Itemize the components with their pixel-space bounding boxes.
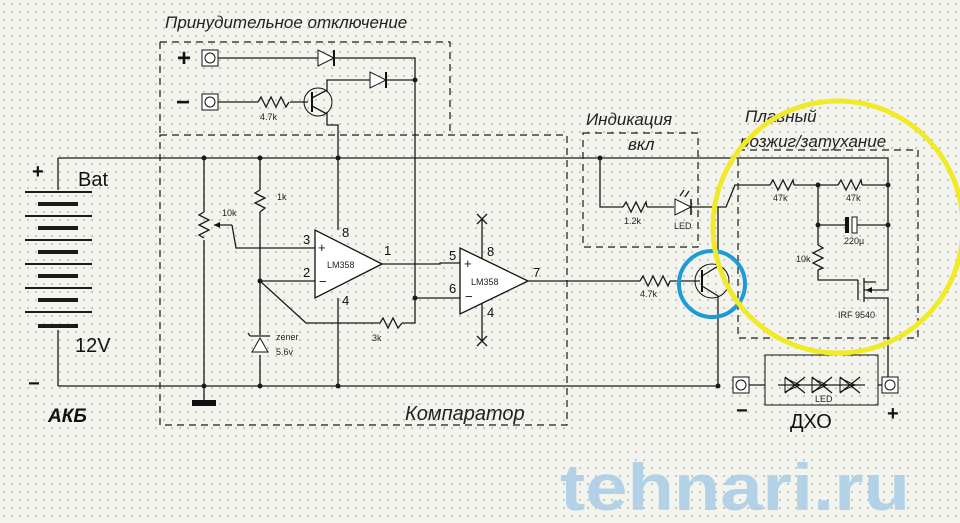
potentiometer-10k[interactable] xyxy=(197,211,211,239)
forced-minus-label: − xyxy=(176,89,190,116)
resistor-forced-4k7 xyxy=(257,95,290,109)
indication-box xyxy=(582,132,699,248)
battery-symbol xyxy=(25,158,92,386)
svg-text:7: 7 xyxy=(533,265,540,280)
soft-subtitle: розжиг/затухание xyxy=(739,132,886,151)
resistor-driver-label: 4.7k xyxy=(640,289,658,299)
battery-name: Bat xyxy=(78,169,108,191)
resistor-47k-2 xyxy=(837,178,863,192)
comparator-title: Компаратор xyxy=(405,403,525,425)
svg-text:8: 8 xyxy=(487,244,494,259)
svg-text:4: 4 xyxy=(342,293,349,308)
resistor-3k xyxy=(379,316,403,330)
forced-off-title: Принудительное отключение xyxy=(165,13,407,32)
transistor-driver xyxy=(694,207,730,386)
soft-start-box xyxy=(737,149,919,339)
resistor-1k2 xyxy=(622,200,648,214)
indication-soft-wires xyxy=(599,158,889,386)
zener-label: zener xyxy=(276,332,299,342)
svg-text:3: 3 xyxy=(303,232,310,247)
comparator-wires xyxy=(203,158,700,400)
capacitor-label: 220µ xyxy=(844,236,864,246)
resistor-1k-label: 1k xyxy=(277,192,287,202)
battery-plus: + xyxy=(32,161,44,183)
watermark: tehnari.ru xyxy=(560,450,910,523)
diode-forced-2 xyxy=(369,71,388,89)
resistor-3k-label: 3k xyxy=(372,333,382,343)
svg-text:LM358: LM358 xyxy=(327,260,355,270)
svg-text:5: 5 xyxy=(449,248,456,263)
forced-wires xyxy=(218,57,416,298)
battery-title: АКБ xyxy=(47,406,87,427)
svg-text:6: 6 xyxy=(449,281,456,296)
svg-text:8: 8 xyxy=(342,225,349,240)
terminal-forced-plus[interactable] xyxy=(201,49,219,67)
resistor-10k xyxy=(811,244,825,271)
indication-title: Индикация xyxy=(586,110,672,129)
resistor-47k-1 xyxy=(769,178,795,192)
forced-plus-label: + xyxy=(177,45,191,72)
comparator-box xyxy=(159,134,568,426)
drl-minus-label: − xyxy=(736,400,748,422)
resistor-1k2-label: 1.2k xyxy=(624,216,642,226)
highlight-soft-start-circle xyxy=(710,98,960,356)
terminal-forced-minus[interactable] xyxy=(201,93,219,111)
indication-subtitle: вкл xyxy=(628,135,655,154)
ground-symbol xyxy=(192,400,216,406)
svg-text:LED: LED xyxy=(815,394,833,404)
svg-text:−: − xyxy=(319,274,327,289)
svg-text:1: 1 xyxy=(384,243,391,258)
svg-text:+: + xyxy=(318,240,326,255)
svg-text:−: − xyxy=(465,289,473,304)
zener-diode xyxy=(247,332,270,353)
svg-text:2: 2 xyxy=(303,265,310,280)
opamp-2: LM358 + − 5 6 8 4 7 xyxy=(449,213,540,347)
drl-title: ДХО xyxy=(790,411,832,433)
forced-off-box xyxy=(159,41,451,135)
positive-rail xyxy=(58,157,889,185)
resistor-driver-4k7 xyxy=(639,274,671,288)
transistor-forced xyxy=(303,87,333,117)
resistor-1k xyxy=(253,189,267,213)
mosfet-irf9540 xyxy=(857,278,876,302)
pot-label: 10k xyxy=(222,208,237,218)
led-label: LED xyxy=(674,221,692,231)
resistor-10k-label: 10k xyxy=(796,254,811,264)
indicator-led xyxy=(674,189,693,216)
capacitor-220u xyxy=(845,216,858,234)
svg-text:+: + xyxy=(464,256,472,271)
drl-led-module: LED xyxy=(764,354,879,406)
resistor-47k-2-label: 47k xyxy=(846,193,861,203)
svg-text:LM358: LM358 xyxy=(471,277,499,287)
highlight-transistor-circle xyxy=(677,249,747,319)
mosfet-label: IRF 9540 xyxy=(838,310,875,320)
terminal-drl-plus[interactable] xyxy=(881,376,899,394)
resistor-47k-1-label: 47k xyxy=(773,193,788,203)
resistor-forced-label: 4.7k xyxy=(260,112,278,122)
zener-voltage: 5.6v xyxy=(276,347,294,357)
svg-text:4: 4 xyxy=(487,305,494,320)
opamp-1: LM358 + − 3 2 8 4 1 xyxy=(303,225,391,308)
battery-minus: − xyxy=(28,373,40,395)
diode-forced-1 xyxy=(317,49,336,67)
battery-voltage: 12V xyxy=(75,335,111,357)
drl-plus-label: + xyxy=(887,403,899,425)
terminal-drl-minus[interactable] xyxy=(732,376,750,394)
